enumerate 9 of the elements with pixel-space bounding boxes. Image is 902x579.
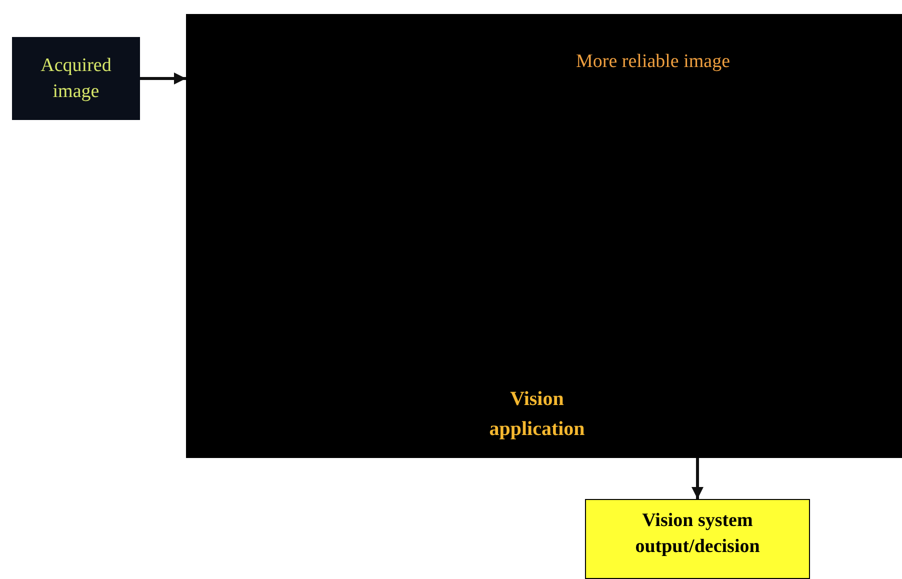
arrow: [692, 458, 704, 499]
arrow: [140, 72, 186, 84]
box-label: Vision system output/decision: [634, 509, 761, 559]
panel-label: More reliable image: [576, 50, 730, 74]
box-label: Acquired image: [40, 54, 112, 104]
process-panel: [186, 14, 902, 458]
process-box: [12, 37, 140, 120]
panel-label: Vision application: [488, 387, 586, 442]
process-box: [585, 499, 810, 579]
